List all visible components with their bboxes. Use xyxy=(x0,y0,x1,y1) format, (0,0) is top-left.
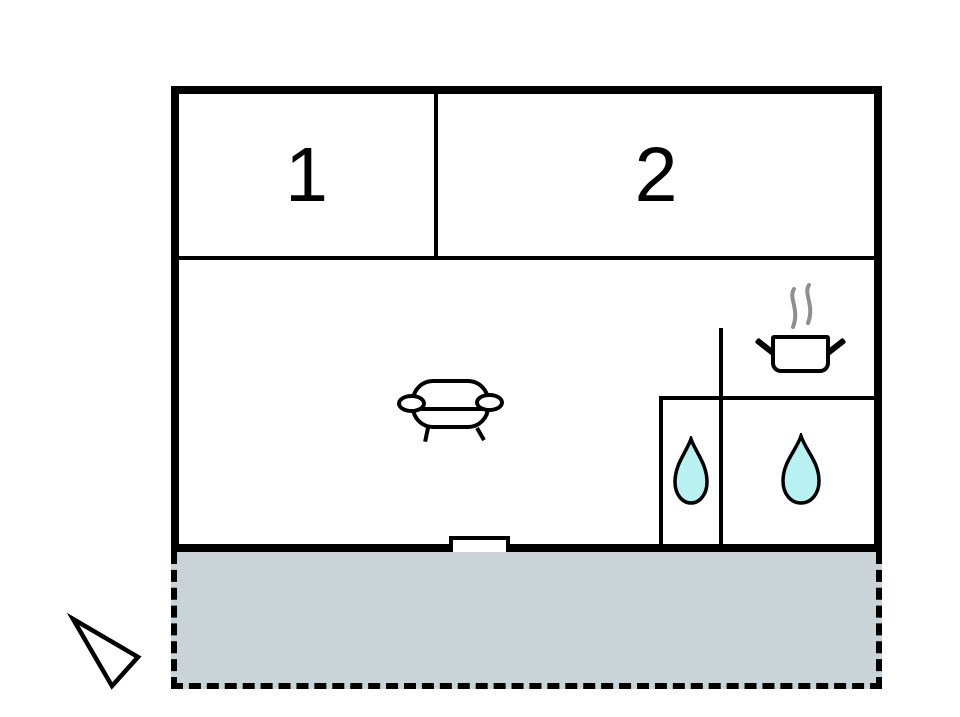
building-outline xyxy=(171,86,882,552)
sofa-leg-left xyxy=(423,427,430,443)
room-2-label: 2 xyxy=(634,131,678,218)
wall-kitchen-partition xyxy=(719,328,723,544)
wall-bathroom-top xyxy=(659,396,874,400)
steam-icon xyxy=(790,283,813,329)
wall-bedroom-divider xyxy=(179,256,874,260)
sofa-seat-line xyxy=(412,407,489,411)
sofa-leg-right xyxy=(475,427,486,442)
terrace-area xyxy=(171,552,882,689)
sofa-armrest-left xyxy=(397,394,426,413)
pot-body xyxy=(771,335,830,373)
sofa-armrest-right xyxy=(475,393,504,412)
room-1-label: 1 xyxy=(285,131,328,218)
sofa-icon xyxy=(397,377,504,443)
north-arrow-icon xyxy=(66,612,142,690)
water-drop-icon xyxy=(673,436,709,505)
wall-room1-room2-divider xyxy=(434,94,438,260)
water-drop-icon xyxy=(781,433,821,505)
wall-bathroom-left xyxy=(659,396,663,544)
cooking-pot-steam-icon xyxy=(750,282,850,374)
